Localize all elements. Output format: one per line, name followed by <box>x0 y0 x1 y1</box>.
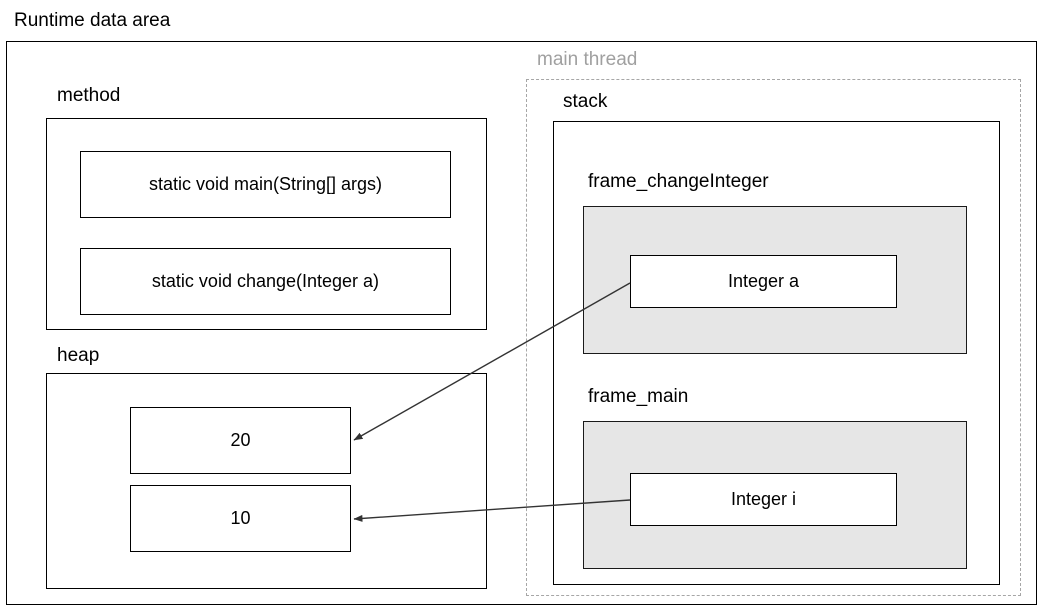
heap-container <box>46 373 487 589</box>
variable-integer-a: Integer a <box>630 255 897 308</box>
method-entry-change: static void change(Integer a) <box>80 248 451 315</box>
variable-integer-i: Integer i <box>630 473 897 526</box>
method-label: method <box>57 85 121 106</box>
diagram-title: Runtime data area <box>14 10 171 31</box>
stack-label: stack <box>563 91 608 112</box>
main-thread-label: main thread <box>537 49 638 70</box>
frame-main-label: frame_main <box>588 386 689 407</box>
runtime-data-area-container <box>6 41 1037 605</box>
heap-object-10: 10 <box>130 485 351 552</box>
method-container <box>46 118 487 330</box>
heap-object-20: 20 <box>130 407 351 474</box>
method-entry-main: static void main(String[] args) <box>80 151 451 218</box>
heap-label: heap <box>57 345 100 366</box>
frame-changeInteger-label: frame_changeInteger <box>588 171 769 192</box>
